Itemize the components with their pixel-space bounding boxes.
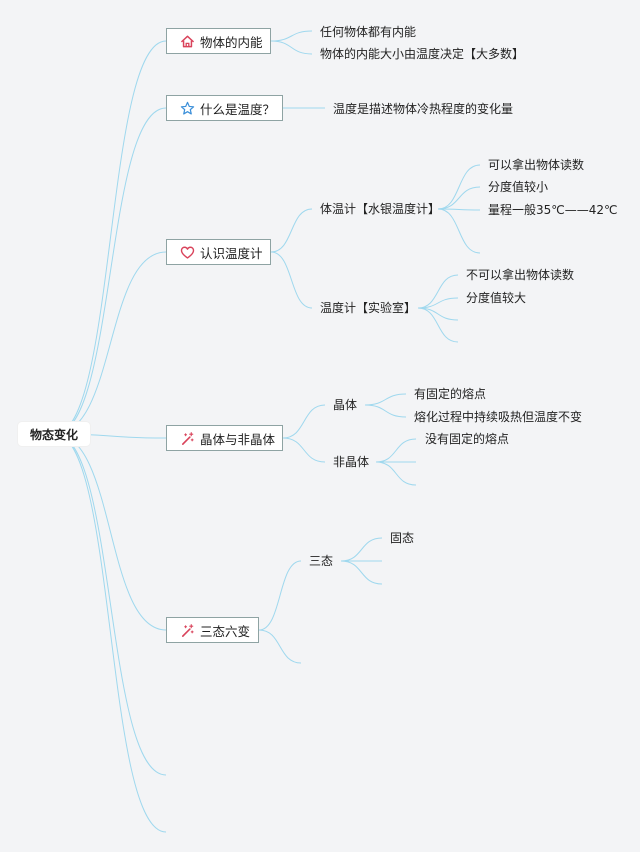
leaf-topic[interactable]: 没有固定的熔点 (425, 432, 510, 446)
connector-line (282, 437, 326, 463)
subtopic[interactable]: 温度计【实验室】 (320, 301, 417, 315)
connector-line (417, 297, 459, 309)
connector-line (258, 629, 302, 664)
connector-line (437, 186, 481, 210)
heart-icon (180, 246, 195, 259)
connector-line (417, 307, 459, 343)
connector-line (364, 404, 407, 418)
leaf-topic[interactable]: 不可以拿出物体读数 (466, 268, 575, 282)
subtopic[interactable]: 温度是描述物体冷热程度的变化量 (333, 102, 514, 116)
connector-line (375, 461, 417, 486)
leaf-topic[interactable]: 量程一般35℃——42℃ (488, 203, 618, 217)
topic-thermometer[interactable]: 认识温度计 (166, 239, 271, 265)
leaf-topic[interactable]: 分度值较大 (466, 291, 527, 305)
subtopic[interactable]: 非晶体 (333, 455, 370, 469)
connector-line (417, 274, 459, 309)
connector-line (54, 433, 167, 776)
root-topic[interactable]: 物态变化 (18, 422, 90, 446)
connector-line (54, 433, 167, 833)
connector-line (270, 30, 313, 42)
connector-line (54, 107, 167, 435)
subtopic[interactable]: 体温计【水银温度计】 (320, 202, 441, 216)
connector-line (417, 307, 459, 321)
connector-line (437, 208, 481, 211)
connector-line (437, 208, 481, 254)
subtopic[interactable]: 三态 (309, 554, 334, 568)
connector-line (270, 251, 313, 309)
topic-label: 物体的内能 (200, 34, 263, 50)
connector-line (54, 40, 167, 435)
magic-wand-icon (182, 623, 194, 637)
subtopic[interactable]: 物体的内能大小由温度决定【大多数】 (320, 47, 525, 61)
magic-wand-icon (182, 431, 194, 445)
connector-line (437, 164, 481, 210)
leaf-topic[interactable]: 有固定的熔点 (414, 387, 487, 401)
house-icon (181, 35, 194, 47)
leaf-topic[interactable]: 分度值较小 (488, 180, 549, 194)
topic-label: 什么是温度？ (200, 101, 276, 117)
star-icon (180, 101, 195, 115)
topic-crystal[interactable]: 晶体与非晶体 (166, 425, 283, 451)
connector-line (54, 433, 167, 631)
connector-line (340, 560, 383, 585)
topic-label: 三态六变 (200, 623, 251, 639)
connector-line (270, 208, 313, 253)
connector-line (270, 40, 313, 55)
leaf-topic[interactable]: 固态 (390, 531, 415, 545)
leaf-topic[interactable]: 熔化过程中持续吸热但温度不变 (414, 410, 583, 424)
topic-label: 晶体与非晶体 (200, 431, 276, 447)
topic-what-is-temperature[interactable]: 什么是温度？ (166, 95, 283, 121)
subtopic[interactable]: 晶体 (333, 398, 358, 412)
connector-line (282, 404, 326, 439)
leaf-topic[interactable]: 可以拿出物体读数 (488, 158, 585, 172)
subtopic[interactable]: 任何物体都有内能 (320, 25, 417, 39)
topic-label: 认识温度计 (200, 245, 263, 261)
topic-three-states[interactable]: 三态六变 (166, 617, 259, 643)
topic-internal-energy[interactable]: 物体的内能 (166, 28, 271, 54)
connector-line (340, 537, 383, 562)
connector-line (258, 560, 302, 631)
connector-line (364, 393, 407, 406)
connector-line (54, 251, 167, 435)
connector-line (375, 438, 417, 463)
